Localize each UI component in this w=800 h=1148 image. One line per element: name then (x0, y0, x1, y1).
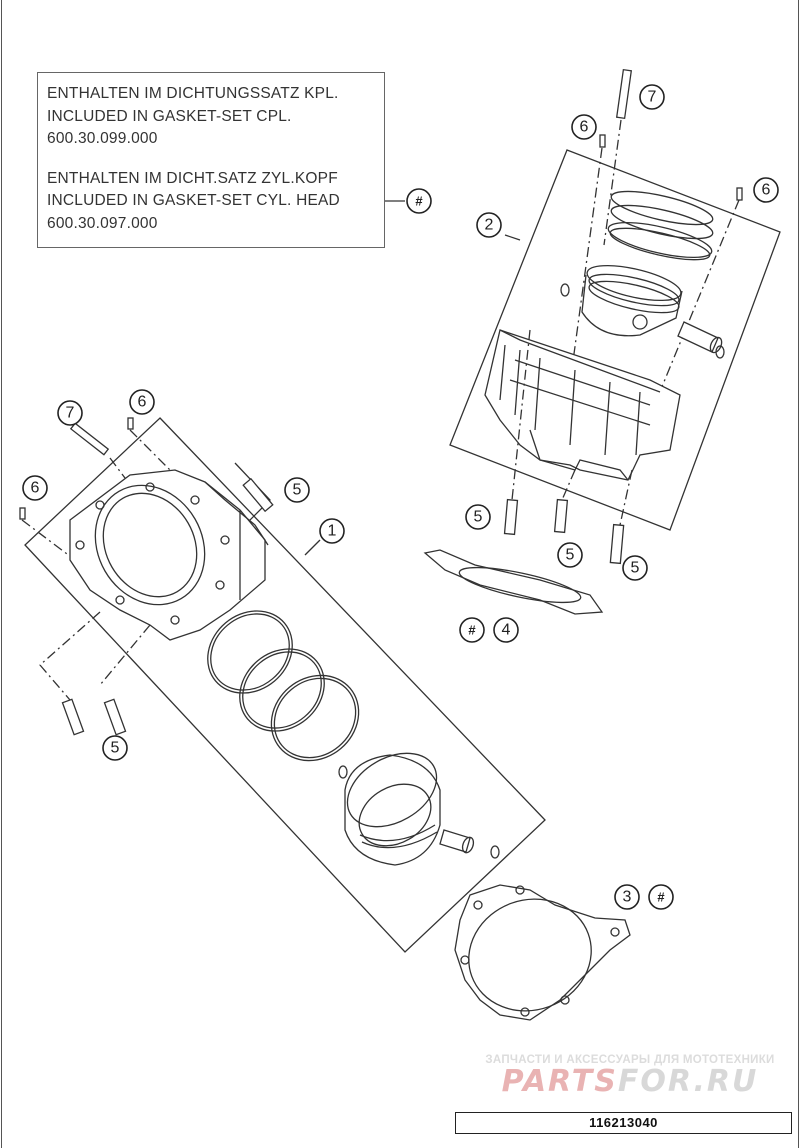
callout-hash-3 (648, 884, 674, 910)
legend-line-1: ENTHALTEN IM DICHTUNGSSATZ KPL. (47, 85, 339, 102)
dowel-6-left-top (127, 417, 181, 481)
diagram-id-label: 116213040 (455, 1112, 792, 1134)
callout-5-a-label: 5 (474, 509, 483, 526)
watermark-tagline: ЗАПЧАСТИ И АКСЕССУАРЫ ДЛЯ МОТОТЕХНИКИ (485, 1054, 775, 1066)
cylinder-lower (69, 469, 269, 641)
frame-right-border (798, 0, 799, 1148)
piston-lower (344, 752, 441, 866)
callout-1-label: 1 (328, 523, 337, 540)
callout-5-left-bottom (102, 735, 128, 761)
callout-hash-legend (406, 188, 432, 214)
bolt-5-upper-c (609, 469, 633, 565)
callout-7-top-label: 7 (648, 89, 657, 106)
callout-3-label: 3 (623, 889, 632, 906)
piston-rings-upper (607, 190, 714, 261)
callout-6-top (571, 114, 597, 140)
bolt-5-left-bottom-b (99, 624, 151, 736)
callout-4-label: 4 (502, 622, 511, 639)
legend-line-3: 600.30.099.000 (47, 130, 158, 147)
callout-7-left-label: 7 (66, 405, 75, 422)
callout-6-left (22, 475, 48, 501)
assembly-2-leader (504, 234, 521, 241)
piston-upper (581, 264, 683, 337)
bolt-5-left-top (242, 477, 274, 513)
callout-hash-legend-label: # (415, 194, 423, 209)
dowel-6-right (639, 187, 743, 441)
callout-hash-4-label: # (468, 623, 476, 638)
assembly-1-leader (304, 539, 321, 556)
assembly-2-frame (449, 149, 781, 531)
callout-5-b (557, 542, 583, 568)
callout-4 (493, 617, 519, 643)
assembly-1-frame (24, 417, 546, 953)
bolt-5-upper-a (503, 329, 531, 536)
cylinder-head-gasket-4 (423, 549, 604, 615)
callout-6-left-label: 6 (31, 480, 40, 497)
callout-hash-3-label: # (657, 890, 665, 905)
circlip-lower-left (338, 765, 348, 779)
callout-2 (476, 212, 502, 238)
legend-line-2: INCLUDED IN GASKET-SET CPL. (47, 107, 292, 125)
callout-hash-4 (459, 617, 485, 643)
callout-7-left (57, 400, 83, 426)
callout-6-left-top-label: 6 (138, 394, 147, 411)
frame-left-border (1, 0, 2, 1148)
piston-rings-lower (207, 610, 360, 762)
watermark-logo-part1: PARTS (501, 1064, 618, 1099)
legend-line-5: INCLUDED IN GASKET-SET CYL. HEAD (47, 192, 340, 209)
circlip-upper-left (560, 283, 570, 297)
circlip-lower-right (490, 845, 500, 859)
callout-1 (319, 518, 345, 544)
dowel-6-left (19, 507, 76, 561)
cylinder-upper (484, 329, 681, 481)
callout-2-label: 2 (485, 217, 494, 234)
cylinder-base-gasket-3 (454, 884, 631, 1021)
bolt-5-left-bottom-a (39, 611, 101, 736)
callout-5-left-bottom-label: 5 (111, 740, 120, 757)
callout-6-right (753, 177, 779, 203)
callout-5-a (465, 504, 491, 530)
callout-5-c (622, 555, 648, 581)
wrist-pin-lower (439, 829, 475, 854)
callout-6-top-label: 6 (580, 119, 589, 136)
watermark-logo-part2: FOR.RU (617, 1064, 759, 1099)
callout-3 (614, 884, 640, 910)
watermark-logo: PARTSFOR.RU (480, 1066, 780, 1098)
callout-7-top (639, 84, 665, 110)
circlip-upper-right (715, 345, 725, 359)
legend-line-4: ENTHALTEN IM DICHT.SATZ ZYL.KOPF (47, 169, 338, 187)
callout-5-left-top (284, 477, 310, 503)
gasket-set-legend: ENTHALTEN IM DICHTUNGSSATZ KPL. INCLUDED… (37, 72, 385, 248)
callout-6-left-top (129, 389, 155, 415)
bolt-5-upper-b (553, 469, 576, 534)
callout-5-c-label: 5 (631, 560, 640, 577)
callout-5-b-label: 5 (566, 547, 575, 564)
watermark: ЗАПЧАСТИ И АКСЕССУАРЫ ДЛЯ МОТОТЕХНИКИ PA… (480, 1054, 780, 1098)
callout-5-left-top-label: 5 (293, 482, 302, 499)
stud-7-top (603, 68, 633, 246)
callout-6-right-label: 6 (762, 182, 771, 199)
wrist-pin-upper (677, 321, 723, 354)
legend-line-6: 600.30.097.000 (47, 214, 158, 232)
